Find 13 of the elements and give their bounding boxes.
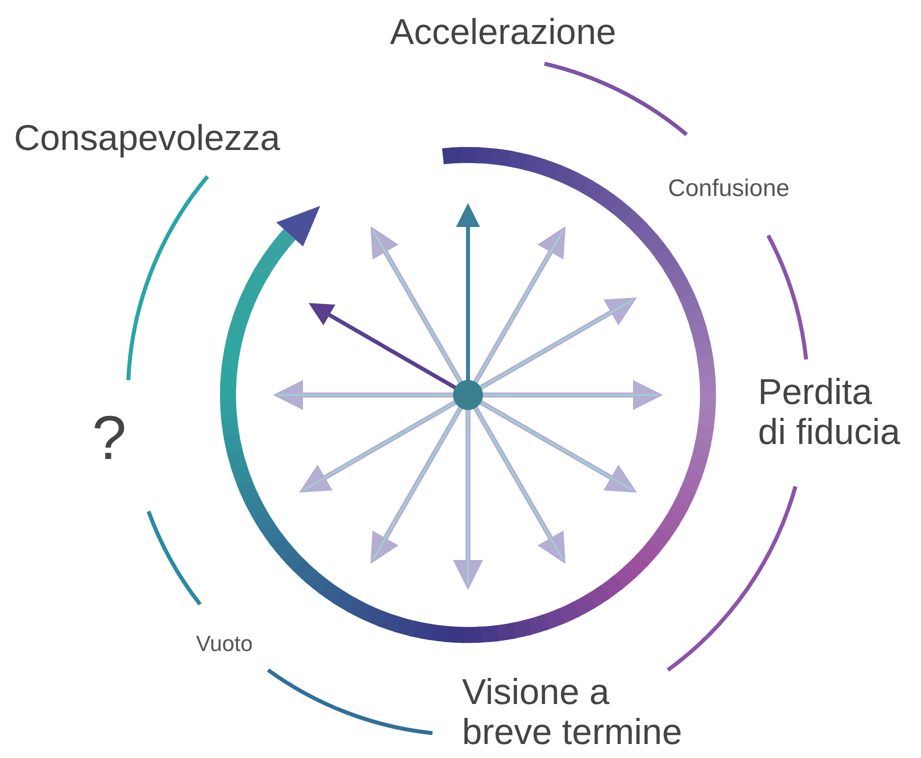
connector-arc [766,234,808,360]
stage-label: Consapevolezza [14,118,314,158]
stage-label: Accelerazione [390,12,640,52]
connector-arc [267,668,433,736]
stage-label: Perdita di fiducia [758,372,908,452]
stage-label: Vuoto [196,632,266,656]
connector-arc [126,175,210,380]
stage-label: ? [92,405,137,474]
connector-arc [666,486,798,672]
connector-arc [146,510,202,606]
stage-label: Visione a breve termine [462,672,690,752]
connector-arc [544,62,688,136]
stage-label: Confusione [668,176,818,202]
